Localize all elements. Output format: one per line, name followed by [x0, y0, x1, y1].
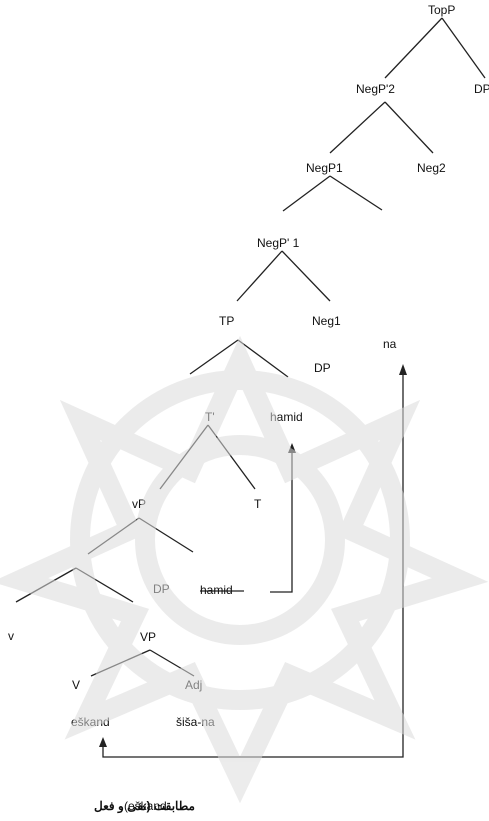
branch-negp1-right	[329, 175, 383, 211]
branch-negp1-left	[282, 175, 331, 212]
movement-arrow-hamid	[270, 452, 293, 593]
caption-ltr: (eškand	[124, 799, 167, 813]
arrowhead-na-icon	[399, 364, 407, 375]
node-dp-top: DP	[474, 82, 489, 96]
branch-negp2-negp1	[329, 101, 386, 154]
branch-negp2-neg2	[384, 101, 434, 154]
node-dp-tp: DP	[314, 361, 331, 375]
branch-negbar1-neg1	[281, 250, 331, 302]
node-neg2: Neg2	[417, 161, 446, 175]
branch-tp-right	[237, 339, 289, 378]
node-v-small: v	[8, 629, 14, 643]
node-hamid-trace: hamid	[200, 583, 233, 597]
node-topp: TopP	[428, 3, 455, 17]
node-na: na	[383, 337, 397, 351]
branch-tp-left	[189, 339, 239, 375]
branch-negbar1-tp	[236, 250, 283, 302]
branch-topp-dp	[441, 17, 486, 79]
node-v-big: V	[72, 678, 80, 692]
arrowhead-eskand-icon	[99, 737, 107, 747]
node-negp1: NegP1	[306, 161, 343, 175]
branch-topp-negp2	[384, 17, 443, 79]
node-t-head: T	[254, 497, 262, 511]
caption-rtl: مطابقت (نفی و فعل	[94, 799, 195, 814]
node-negp-bar2: NegP'2	[356, 82, 395, 96]
node-negp-bar1: NegP' 1	[257, 236, 300, 250]
node-tp: TP	[219, 314, 234, 328]
node-neg1: Neg1	[312, 314, 341, 328]
node-vp-big: VP	[140, 630, 156, 644]
